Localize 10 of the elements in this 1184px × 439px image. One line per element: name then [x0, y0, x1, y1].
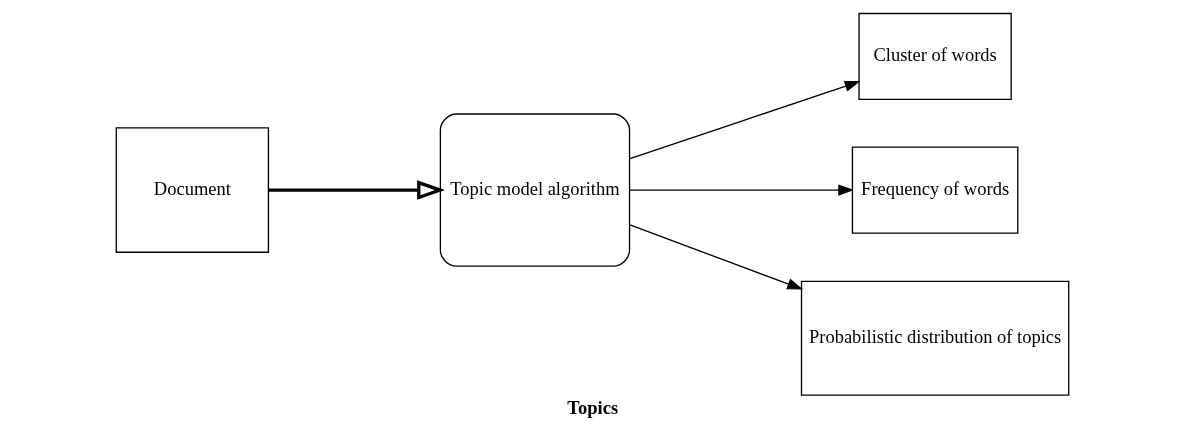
node-box: Cluster of words: [857, 12, 1012, 101]
arrow: [628, 80, 861, 160]
arrow: [628, 184, 854, 196]
node-box: Topic model algorithm: [439, 113, 630, 267]
node-box: Document: [115, 127, 269, 253]
arrow: [628, 224, 803, 290]
node-box: Frequency of words: [851, 146, 1018, 234]
arrow: [268, 180, 445, 200]
node-box: Probabilistic distribution of topics: [800, 280, 1069, 396]
caption: Topics: [566, 397, 618, 418]
